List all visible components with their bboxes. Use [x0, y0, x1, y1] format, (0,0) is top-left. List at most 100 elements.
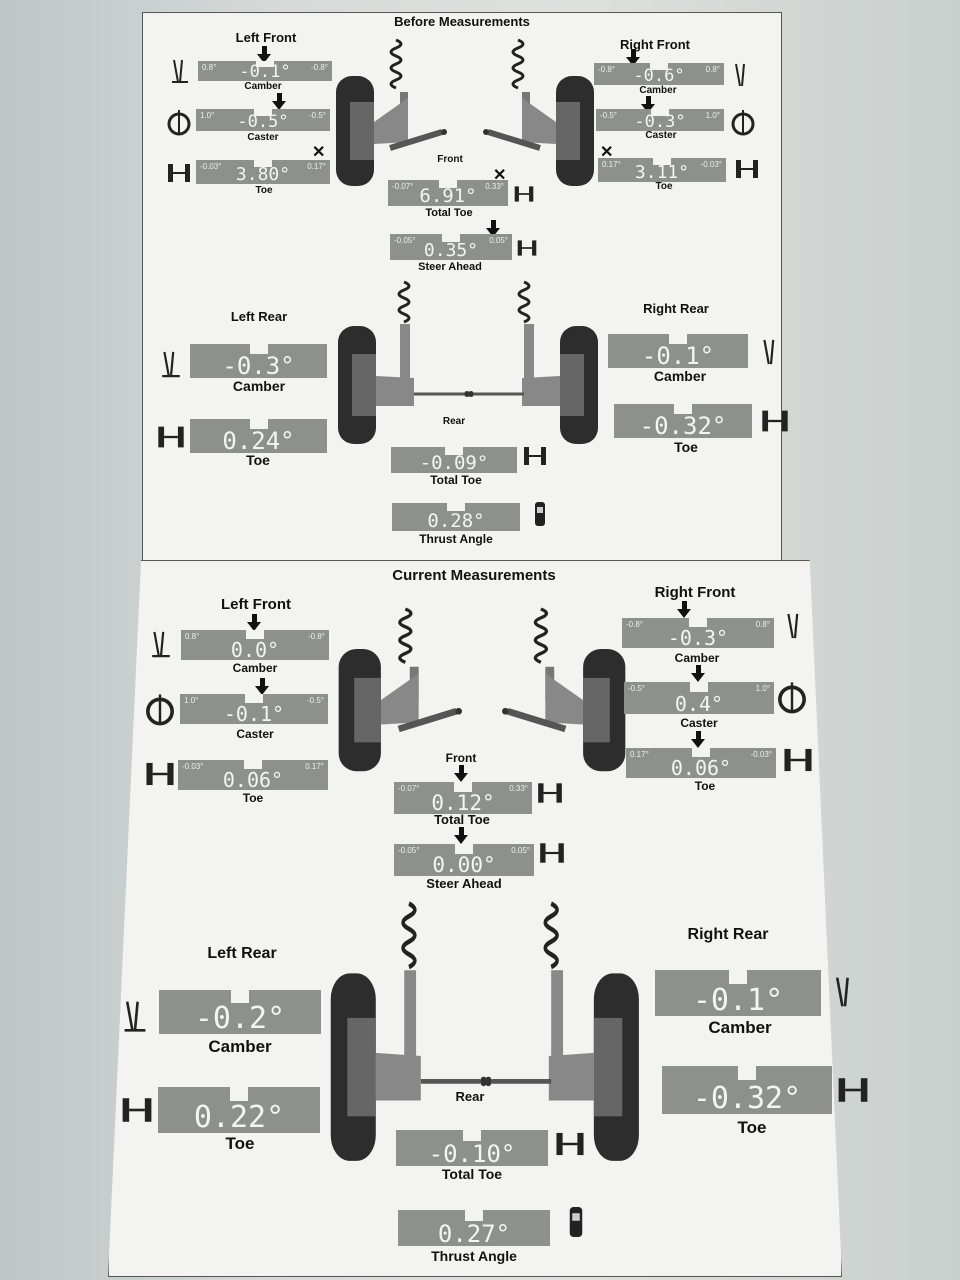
- left-rear-toe-gauge: 0.22°: [158, 1087, 320, 1133]
- right-front-toe-gauge: 0.17°-0.03° 0.06°: [626, 748, 776, 778]
- left-front-camber-value: 0.0°: [230, 638, 280, 660]
- toe-axle-icon: [838, 1078, 868, 1102]
- right-rear-toe-gauge: -0.32°: [614, 404, 752, 438]
- right-front-camber-label: Camber: [674, 651, 720, 665]
- camber-icon: [172, 59, 188, 83]
- right-front-toe-label: Toe: [694, 779, 716, 793]
- in-range-arrow-icon: [454, 765, 468, 782]
- thrust-angle-gauge: 0.28°: [392, 503, 520, 531]
- left-front-caster-label: Caster: [236, 727, 274, 741]
- toe-axle-icon: [736, 160, 758, 178]
- left-front-caster-gauge: 1.0°-0.5° -0.1°: [180, 694, 328, 724]
- rear-total-toe-value: -0.10°: [428, 1140, 516, 1166]
- right-front-toe-value: 3.11°: [634, 162, 690, 182]
- toe-axle-icon: [168, 164, 190, 182]
- in-range-arrow-icon: [691, 731, 705, 748]
- left-rear-toe-gauge: 0.24°: [190, 419, 327, 453]
- caster-wheel-icon: [146, 694, 174, 726]
- left-rear-toe-label: Toe: [225, 1134, 255, 1153]
- toe-axle-icon: [158, 426, 184, 448]
- front-total-toe-value: 6.91°: [419, 185, 477, 206]
- left-rear-camber-label: Camber: [208, 1037, 272, 1056]
- toe-axle-icon: [540, 843, 564, 863]
- toe-axle-icon: [514, 186, 534, 202]
- right-front-camber-value: -0.3°: [667, 626, 729, 648]
- right-front-caster-gauge: -0.5°1.0° -0.3°: [596, 109, 724, 131]
- steer-ahead-gauge: -0.05°0.05° 0.35°: [390, 234, 512, 260]
- toe-axle-icon: [122, 1098, 152, 1122]
- toe-axle-icon: [146, 762, 174, 786]
- in-range-arrow-icon: [272, 93, 286, 110]
- camber-icon: [152, 631, 170, 658]
- right-front-title: Right Front: [619, 37, 691, 52]
- right-rear-toe-value: -0.32°: [639, 412, 727, 438]
- toe-axle-icon: [762, 410, 788, 432]
- rear-suspension-diagram: [330, 901, 639, 1161]
- toe-axle-icon: [524, 447, 546, 465]
- right-front-title: Right Front: [654, 584, 736, 601]
- front-suspension-diagram: [336, 38, 594, 186]
- left-rear-toe-label: Toe: [246, 452, 270, 468]
- caster-wheel-icon: [167, 110, 191, 136]
- right-rear-camber-gauge: -0.1°: [608, 334, 748, 368]
- front-total-toe-gauge: -0.07°0.33° 0.12°: [394, 782, 532, 814]
- in-range-arrow-icon: [626, 49, 640, 66]
- steer-ahead-gauge: -0.05°0.05° 0.00°: [394, 844, 534, 876]
- camber-icon: [835, 977, 849, 1007]
- left-front-camber-label: Camber: [244, 81, 282, 92]
- left-rear-toe-value: 0.22°: [193, 1100, 285, 1133]
- right-rear-camber-label: Camber: [653, 368, 707, 384]
- right-front-toe-gauge: 0.17°-0.03° 3.11°: [598, 158, 726, 182]
- rear-suspension-diagram: [338, 280, 598, 444]
- camber-icon: [763, 339, 775, 365]
- camber-icon: [162, 351, 180, 378]
- left-front-camber-label: Camber: [232, 661, 278, 675]
- camber-icon: [124, 1001, 146, 1032]
- rear-axle-label: Rear: [455, 1089, 485, 1104]
- front-total-toe-label: Total Toe: [425, 207, 473, 219]
- rear-total-toe-gauge: -0.10°: [396, 1130, 548, 1166]
- in-range-arrow-icon: [257, 46, 271, 63]
- left-front-toe-value: 3.80°: [235, 164, 291, 184]
- caster-wheel-icon: [731, 110, 755, 136]
- current-title: Current Measurements: [392, 567, 556, 584]
- left-front-toe-label: Toe: [255, 185, 273, 196]
- rear-axle-label: Rear: [442, 416, 466, 427]
- toe-axle-icon: [538, 783, 562, 803]
- right-front-caster-value: 0.4°: [674, 692, 724, 714]
- left-rear-camber-value: -0.3°: [222, 352, 295, 378]
- left-front-toe-label: Toe: [242, 791, 264, 805]
- left-front-toe-gauge: -0.03°0.17° 0.06°: [178, 760, 328, 790]
- right-front-caster-label: Caster: [680, 716, 718, 730]
- left-front-title: Left Front: [235, 30, 297, 45]
- right-rear-toe-value: -0.32°: [692, 1081, 802, 1114]
- rear-total-toe-label: Total Toe: [441, 1166, 503, 1182]
- right-rear-toe-label: Toe: [674, 439, 698, 455]
- before-title: Before Measurements: [394, 14, 530, 29]
- left-rear-camber-gauge: -0.2°: [159, 990, 321, 1034]
- left-front-caster-label: Caster: [247, 132, 279, 143]
- steer-ahead-label: Steer Ahead: [426, 876, 502, 891]
- toe-axle-icon: [556, 1132, 584, 1156]
- right-front-camber-gauge: -0.8°0.8° -0.3°: [622, 618, 774, 648]
- thrust-angle-value: 0.28°: [427, 510, 485, 531]
- right-rear-camber-gauge: -0.1°: [655, 970, 821, 1016]
- right-front-caster-gauge: -0.5°1.0° 0.4°: [624, 682, 774, 714]
- left-rear-camber-gauge: -0.3°: [190, 344, 327, 378]
- left-rear-camber-label: Camber: [232, 378, 286, 394]
- front-axle-label: Front: [437, 154, 463, 165]
- left-front-caster-value: -0.1°: [223, 702, 285, 724]
- left-front-toe-value: 0.06°: [222, 768, 284, 790]
- in-range-arrow-icon: [454, 827, 468, 844]
- left-front-title: Left Front: [221, 596, 291, 613]
- right-rear-title: Right Rear: [687, 926, 769, 943]
- front-suspension-diagram: [338, 607, 626, 772]
- in-range-arrow-icon: [641, 96, 655, 113]
- out-of-range-x-icon: ✕: [600, 144, 614, 161]
- steer-ahead-value: 0.00°: [432, 853, 496, 876]
- left-rear-title: Left Rear: [207, 945, 277, 962]
- left-front-caster-value: -0.5°: [237, 112, 289, 131]
- caster-wheel-icon: [778, 682, 806, 714]
- right-front-toe-value: 0.06°: [670, 756, 732, 778]
- in-range-arrow-icon: [691, 665, 705, 682]
